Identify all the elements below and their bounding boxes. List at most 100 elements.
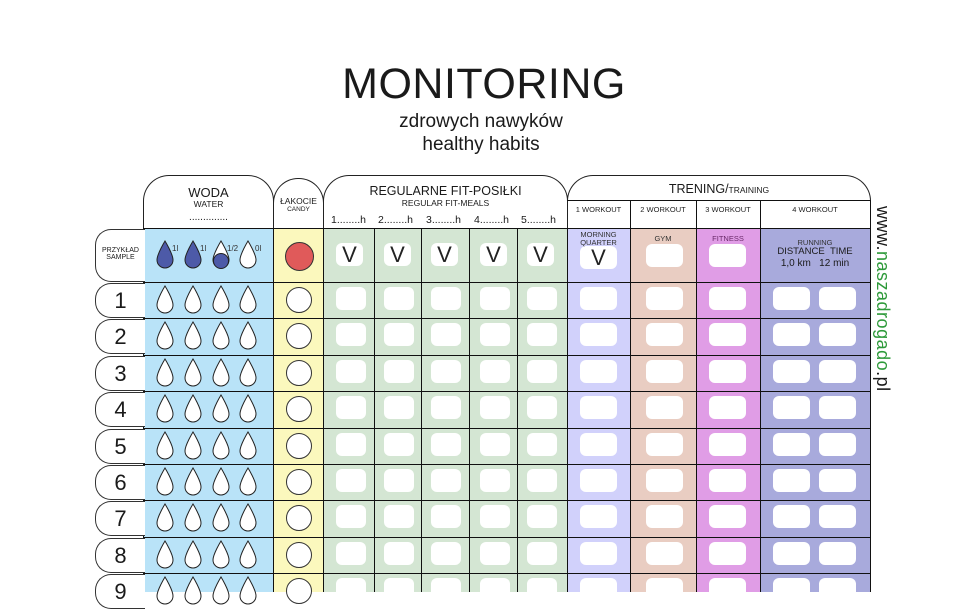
workout4-time-box[interactable] <box>819 469 856 492</box>
workout4-time-box[interactable] <box>819 360 856 383</box>
meal-check-box[interactable] <box>527 578 557 601</box>
candy-circle[interactable] <box>286 505 312 531</box>
water-drop-icon[interactable] <box>212 467 230 497</box>
water-drop-icon[interactable] <box>212 503 230 533</box>
water-drop-icon[interactable] <box>156 285 174 315</box>
meal-check-box[interactable] <box>431 287 461 310</box>
meal-check-box[interactable] <box>431 469 461 492</box>
water-drop-icon[interactable] <box>184 431 202 461</box>
workout1-box[interactable] <box>580 323 617 346</box>
water-drop-icon[interactable] <box>239 358 257 388</box>
water-drop-icon[interactable] <box>239 431 257 461</box>
meal-check-box[interactable] <box>384 578 414 601</box>
water-drop-icon[interactable] <box>212 358 230 388</box>
water-drop-icon[interactable] <box>156 467 174 497</box>
workout2-box[interactable] <box>646 323 683 346</box>
meal-check-box[interactable] <box>336 433 366 456</box>
water-drop-icon[interactable] <box>156 503 174 533</box>
water-drop-icon[interactable] <box>212 540 230 570</box>
workout4-time-box[interactable] <box>819 287 856 310</box>
meal-check-box[interactable] <box>336 287 366 310</box>
water-drop-icon[interactable] <box>156 576 174 606</box>
candy-circle[interactable] <box>286 287 312 313</box>
water-drop-icon[interactable] <box>184 285 202 315</box>
candy-circle[interactable] <box>286 396 312 422</box>
water-drop-icon[interactable] <box>239 285 257 315</box>
meal-check-box[interactable] <box>527 469 557 492</box>
meal-check-box[interactable] <box>480 287 510 310</box>
water-drop-icon[interactable] <box>212 576 230 606</box>
candy-circle[interactable] <box>286 542 312 568</box>
workout2-box[interactable] <box>646 578 683 601</box>
workout4-time-box[interactable] <box>819 433 856 456</box>
workout2-box[interactable] <box>646 287 683 310</box>
workout3-box[interactable] <box>709 505 746 528</box>
meal-check-box[interactable] <box>480 578 510 601</box>
meal-check-box[interactable] <box>384 360 414 383</box>
workout4-distance-box[interactable] <box>773 505 810 528</box>
water-drop-icon[interactable] <box>184 576 202 606</box>
workout1-box[interactable] <box>580 396 617 419</box>
workout3-box[interactable] <box>709 360 746 383</box>
workout4-distance-box[interactable] <box>773 323 810 346</box>
workout2-box[interactable] <box>646 505 683 528</box>
water-drop-icon[interactable] <box>239 576 257 606</box>
workout1-box[interactable] <box>580 542 617 565</box>
workout4-distance-box[interactable] <box>773 396 810 419</box>
meal-check-box[interactable] <box>384 396 414 419</box>
meal-check-box[interactable] <box>527 323 557 346</box>
water-drop-icon[interactable] <box>239 467 257 497</box>
meal-check-box[interactable] <box>527 396 557 419</box>
meal-check-box[interactable] <box>336 360 366 383</box>
workout4-distance-box[interactable] <box>773 433 810 456</box>
workout3-box[interactable] <box>709 323 746 346</box>
water-drop-icon[interactable] <box>156 431 174 461</box>
meal-check-box[interactable] <box>527 287 557 310</box>
workout4-time-box[interactable] <box>819 578 856 601</box>
meal-check-box[interactable] <box>527 360 557 383</box>
water-drop-icon[interactable] <box>184 467 202 497</box>
workout2-box[interactable] <box>646 360 683 383</box>
meal-check-box[interactable] <box>431 360 461 383</box>
meal-check-box[interactable] <box>480 360 510 383</box>
water-drop-icon[interactable] <box>184 503 202 533</box>
workout2-box[interactable] <box>646 469 683 492</box>
meal-check-box[interactable] <box>480 433 510 456</box>
meal-check-box[interactable] <box>336 542 366 565</box>
workout3-box[interactable] <box>709 287 746 310</box>
water-drop-icon[interactable] <box>212 321 230 351</box>
meal-check-box[interactable] <box>480 542 510 565</box>
workout2-box[interactable] <box>646 542 683 565</box>
workout1-box[interactable] <box>580 360 617 383</box>
water-drop-icon[interactable] <box>239 394 257 424</box>
meal-check-box[interactable] <box>431 505 461 528</box>
water-drop-icon[interactable] <box>212 394 230 424</box>
workout2-box[interactable] <box>646 433 683 456</box>
workout3-box[interactable] <box>709 396 746 419</box>
candy-circle[interactable] <box>286 469 312 495</box>
water-drop-icon[interactable] <box>156 358 174 388</box>
workout4-distance-box[interactable] <box>773 360 810 383</box>
workout4-distance-box[interactable] <box>773 287 810 310</box>
meal-check-box[interactable] <box>431 578 461 601</box>
water-drop-icon[interactable] <box>184 540 202 570</box>
meal-check-box[interactable] <box>336 323 366 346</box>
meal-check-box[interactable] <box>527 433 557 456</box>
meal-check-box[interactable] <box>431 323 461 346</box>
meal-check-box[interactable] <box>480 323 510 346</box>
workout4-distance-box[interactable] <box>773 578 810 601</box>
water-drop-icon[interactable] <box>184 321 202 351</box>
meal-check-box[interactable] <box>527 505 557 528</box>
water-drop-icon[interactable] <box>239 540 257 570</box>
meal-check-box[interactable] <box>527 542 557 565</box>
workout3-box[interactable] <box>709 433 746 456</box>
water-drop-icon[interactable] <box>184 358 202 388</box>
water-drop-icon[interactable] <box>239 503 257 533</box>
meal-check-box[interactable] <box>480 505 510 528</box>
meal-check-box[interactable] <box>336 469 366 492</box>
water-drop-icon[interactable] <box>156 540 174 570</box>
workout3-box[interactable] <box>709 578 746 601</box>
candy-circle[interactable] <box>286 578 312 604</box>
meal-check-box[interactable] <box>431 542 461 565</box>
workout3-box[interactable] <box>709 469 746 492</box>
